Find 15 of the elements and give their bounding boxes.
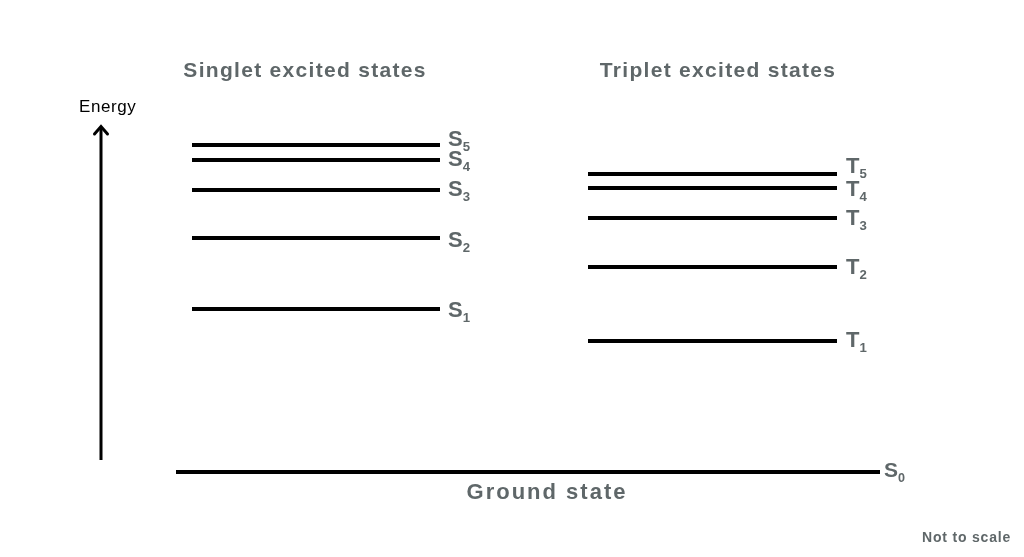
state-label: T$_{4}$	[846, 180, 867, 203]
state-label: S$_{1}$	[448, 301, 471, 324]
note: Not to scale	[922, 528, 1011, 545]
state-label: S$_{3}$	[448, 180, 471, 203]
state-label: S$_{0}$	[884, 462, 906, 484]
state-label: T$_{3}$	[846, 209, 867, 232]
state-label: T$_{1}$	[846, 331, 867, 354]
column-heading: Singlet excited states	[183, 57, 427, 83]
axis-label: Energy	[79, 97, 137, 117]
state-label: S$_{2}$	[448, 231, 471, 254]
level-caption: Ground state	[466, 479, 628, 505]
state-label: T$_{2}$	[846, 258, 867, 281]
state-label: S$_{4}$	[448, 150, 471, 173]
state-label: T$_{5}$	[846, 157, 867, 180]
column-heading: Triplet excited states	[599, 57, 837, 83]
